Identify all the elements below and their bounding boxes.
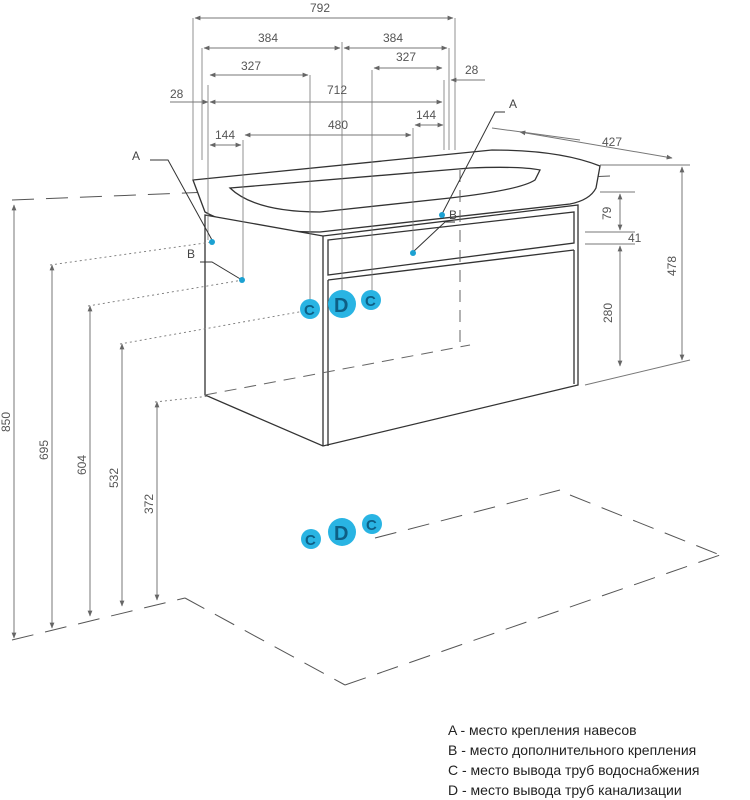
dim-478: 478 xyxy=(665,256,679,276)
legend-item-d: D - место вывода труб канализации xyxy=(448,782,682,798)
point-a-left-dot xyxy=(209,239,215,245)
dim-604: 604 xyxy=(75,455,89,475)
label-b-right: B xyxy=(449,208,457,222)
dim-327-left: 327 xyxy=(241,59,261,73)
hidden-edges xyxy=(204,170,471,396)
depth-dimension-lines xyxy=(491,127,690,166)
pipe-outlets-floor: C D C xyxy=(301,514,382,549)
point-b-left-dot xyxy=(239,277,245,283)
dim-427: 427 xyxy=(602,135,622,149)
dim-480: 480 xyxy=(328,118,348,132)
right-dimension-lines xyxy=(584,166,691,386)
point-b-right-dot xyxy=(410,250,416,256)
dim-327-right: 327 xyxy=(396,50,416,64)
pipe-outlets-wall: C D C xyxy=(300,290,381,319)
label-a-left: A xyxy=(132,149,140,163)
mounting-point-dots xyxy=(209,212,445,283)
dim-384-left: 384 xyxy=(258,31,278,45)
legend-item-c: C - место вывода труб водоснабжения xyxy=(448,762,700,778)
dim-28-right: 28 xyxy=(465,63,479,77)
marker-c-wall-right: C xyxy=(365,293,376,310)
label-b-left: B xyxy=(187,247,195,261)
dim-372: 372 xyxy=(142,494,156,514)
dim-850: 850 xyxy=(0,412,13,432)
dimension-labels: 792 384 384 327 327 28 28 712 144 480 14… xyxy=(0,1,679,514)
dim-28-left: 28 xyxy=(170,87,184,101)
point-a-right-dot xyxy=(439,212,445,218)
marker-c-wall-left: C xyxy=(304,302,315,319)
marker-c-floor-left: C xyxy=(305,532,316,549)
dim-792: 792 xyxy=(310,1,330,15)
dim-144-left: 144 xyxy=(215,128,235,142)
legend-item-b: B - место дополнительного крепления xyxy=(448,742,697,758)
top-dimension-lines xyxy=(170,15,485,148)
cabinet-body xyxy=(204,204,579,447)
floor-guides xyxy=(11,175,721,686)
left-level-guides xyxy=(49,241,311,403)
construction-lines xyxy=(192,18,456,310)
legend-item-a: A - место крепления навесов xyxy=(448,722,637,738)
mounting-point-leaders xyxy=(150,111,505,281)
dim-532: 532 xyxy=(107,468,121,488)
marker-d-floor: D xyxy=(334,523,348,545)
left-dimension-lines xyxy=(11,204,160,639)
legend: A - место крепления навесов B - место до… xyxy=(448,720,699,800)
dim-41: 41 xyxy=(628,231,642,245)
dim-384-right: 384 xyxy=(383,31,403,45)
dim-280: 280 xyxy=(601,303,615,323)
dim-712: 712 xyxy=(327,83,347,97)
dim-79: 79 xyxy=(600,206,614,220)
marker-c-floor-right: C xyxy=(366,517,377,534)
point-labels: A B A B xyxy=(132,97,517,261)
label-a-right: A xyxy=(509,97,517,111)
marker-d-wall: D xyxy=(334,295,348,317)
dim-695: 695 xyxy=(37,440,51,460)
dim-144-right: 144 xyxy=(416,108,436,122)
